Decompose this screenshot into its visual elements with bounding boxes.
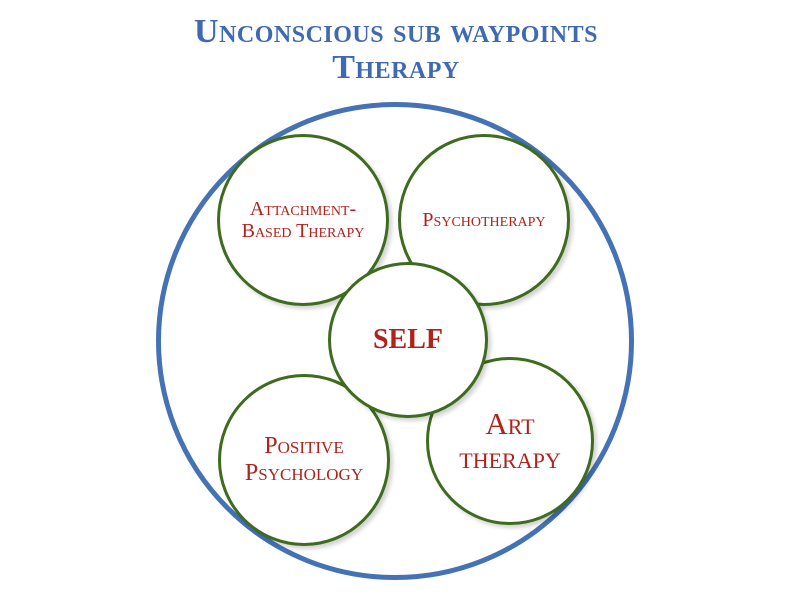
psychotherapy-label: Psychotherapy xyxy=(422,209,546,231)
attachment-based-therapy-bubble: Attachment- Based Therapy xyxy=(217,134,389,306)
self-label: SELF xyxy=(372,324,444,355)
self-bubble: SELF xyxy=(328,262,488,418)
positive-psychology-label: Positive Psychology xyxy=(244,433,364,486)
title-line-2: Therapy xyxy=(332,49,460,86)
title-line-1: Unconscious sub waypoints xyxy=(194,13,598,50)
art-therapy-label: Art therapy xyxy=(459,406,561,475)
attachment-based-therapy-label: Attachment- Based Therapy xyxy=(241,198,365,242)
